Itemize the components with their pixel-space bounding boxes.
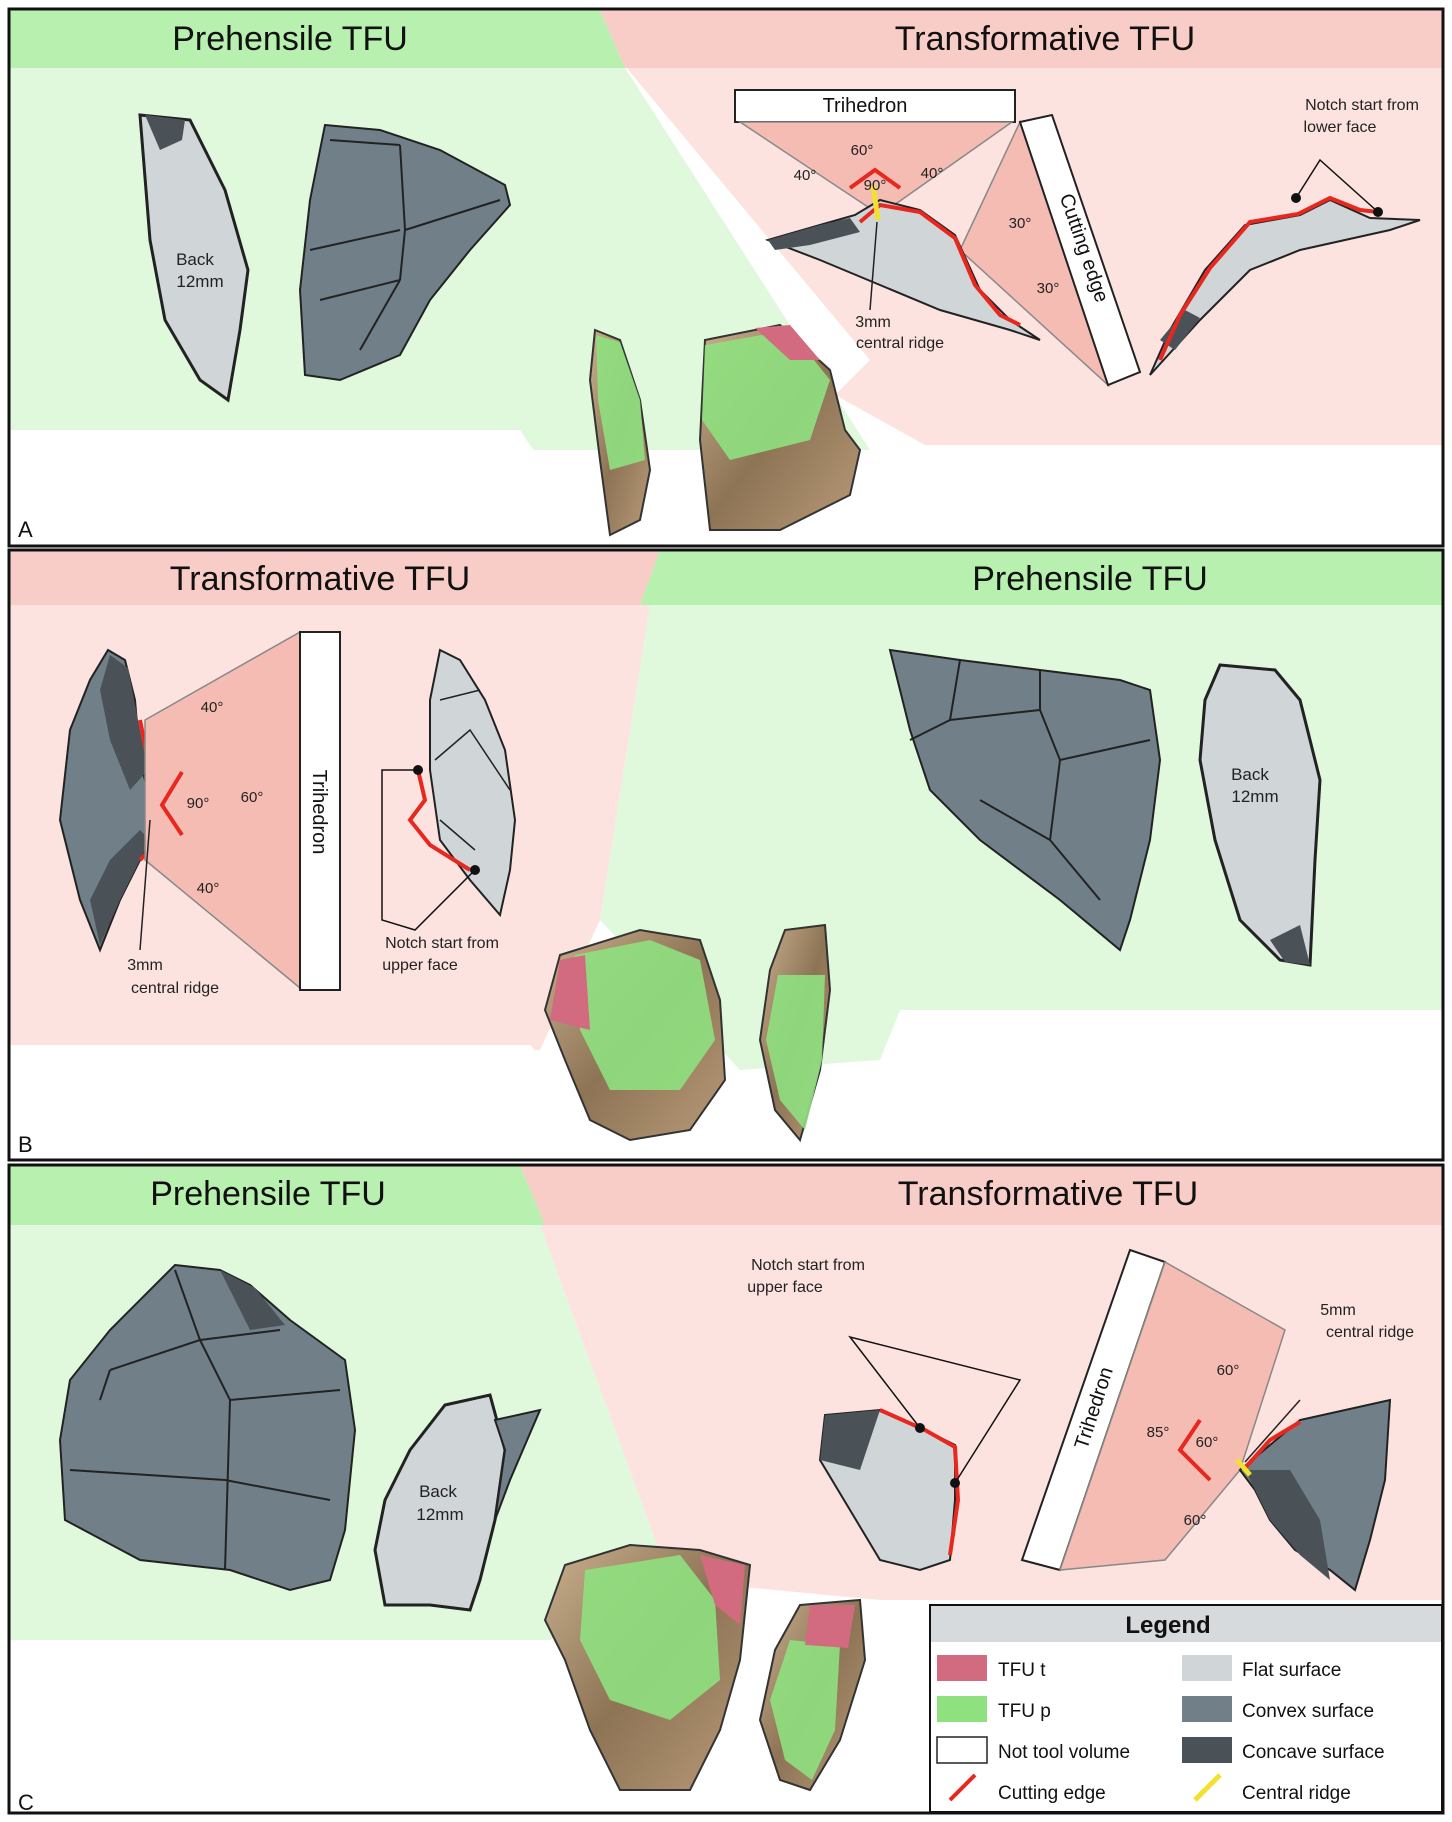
panel-b-notch-label-2: upper face	[382, 957, 458, 974]
panel-c-letter: C	[18, 1790, 34, 1815]
panel-a-ridge-label-1: 3mm	[855, 314, 891, 331]
panel-b: Transformative TFU Prehensile TFU Trihed…	[9, 550, 1443, 1160]
panel-c-notch-label-1: Notch start from	[751, 1257, 865, 1274]
panel-b-right-title: Prehensile TFU	[972, 560, 1208, 598]
panel-a-angle-30-bottom: 30°	[1037, 280, 1060, 297]
panel-c-left-title: Prehensile TFU	[150, 1175, 386, 1213]
panel-a-angle-60: 60°	[851, 142, 874, 159]
legend-swatch-concave	[1182, 1737, 1232, 1763]
panel-a: Prehensile TFU Transformative TFU Back 1…	[9, 9, 1443, 546]
panel-c-angle-60-mid: 60°	[1196, 1434, 1219, 1451]
panel-a-notch-label-1: Notch start from	[1305, 97, 1419, 114]
panel-b-ridge-label-2: central ridge	[131, 980, 219, 997]
panel-b-angle-40-bottom: 40°	[197, 880, 220, 897]
panel-b-trihedron-label: Trihedron	[308, 770, 330, 855]
legend-label-not-tool: Not tool volume	[998, 1742, 1130, 1763]
legend-title: Legend	[1125, 1612, 1210, 1639]
panel-a-right-title: Transformative TFU	[895, 20, 1195, 58]
legend-label-tfu-p: TFU p	[998, 1701, 1051, 1722]
legend-label-central-ridge: Central ridge	[1242, 1783, 1351, 1804]
legend-label-cutting-edge: Cutting edge	[998, 1783, 1106, 1804]
legend-swatch-not-tool	[937, 1737, 987, 1763]
legend-label-tfu-t: TFU t	[998, 1660, 1046, 1681]
panel-b-letter: B	[18, 1132, 33, 1157]
panel-c-ridge-label-1: 5mm	[1320, 1302, 1356, 1319]
panel-a-angle-40-left: 40°	[794, 167, 817, 184]
panel-a-angle-30-top: 30°	[1009, 215, 1032, 232]
legend-label-convex: Convex surface	[1242, 1701, 1374, 1722]
panel-c-back-label-1: Back	[419, 1482, 457, 1501]
legend-label-concave: Concave surface	[1242, 1742, 1385, 1763]
panel-b-white-area	[10, 1045, 560, 1160]
panel-c-white-area	[10, 1640, 600, 1812]
legend-swatch-tfu-t	[937, 1655, 987, 1681]
panel-b-back-label-1: Back	[1231, 765, 1269, 784]
panel-b-angle-60: 60°	[241, 789, 264, 806]
panel-b-notch-label-1: Notch start from	[385, 935, 499, 952]
panel-b-ridge-label-1: 3mm	[127, 957, 163, 974]
panel-a-back-label-2: 12mm	[176, 272, 223, 291]
legend-swatch-flat	[1182, 1655, 1232, 1681]
panel-b-left-title: Transformative TFU	[170, 560, 470, 598]
panel-b-angle-90: 90°	[187, 795, 210, 812]
panel-a-angle-40-right: 40°	[921, 165, 944, 182]
panel-c-right-title: Transformative TFU	[898, 1175, 1198, 1213]
panel-c-back-label-2: 12mm	[416, 1505, 463, 1524]
panel-c-notch-label-2: upper face	[747, 1279, 823, 1296]
panel-b-white-area-right	[820, 1010, 1442, 1160]
panel-b-angle-40-top: 40°	[201, 699, 224, 716]
panel-a-left-title: Prehensile TFU	[172, 20, 408, 58]
panel-c-angle-60-top: 60°	[1217, 1362, 1240, 1379]
panel-a-back-label-1: Back	[176, 250, 214, 269]
panel-a-trihedron-label: Trihedron	[823, 95, 908, 117]
legend: Legend TFU t Flat surface TFU p Convex s…	[930, 1605, 1442, 1812]
panel-b-back-label-2: 12mm	[1231, 787, 1278, 806]
panel-c-photo-small-tfut	[805, 1605, 855, 1648]
panel-c-angle-85: 85°	[1147, 1424, 1170, 1441]
legend-label-flat: Flat surface	[1242, 1660, 1341, 1681]
panel-c-ridge-label-2: central ridge	[1326, 1324, 1414, 1341]
panel-a-ridge-label-2: central ridge	[856, 335, 944, 352]
panel-c-angle-60-bottom: 60°	[1184, 1512, 1207, 1529]
panel-a-letter: A	[18, 517, 33, 542]
panel-a-notch-label-2: lower face	[1304, 119, 1377, 136]
legend-swatch-tfu-p	[937, 1696, 987, 1722]
panel-a-angle-90: 90°	[864, 177, 887, 194]
panel-c: Prehensile TFU Transformative TFU Back 1…	[9, 1165, 1443, 1815]
legend-swatch-convex	[1182, 1696, 1232, 1722]
